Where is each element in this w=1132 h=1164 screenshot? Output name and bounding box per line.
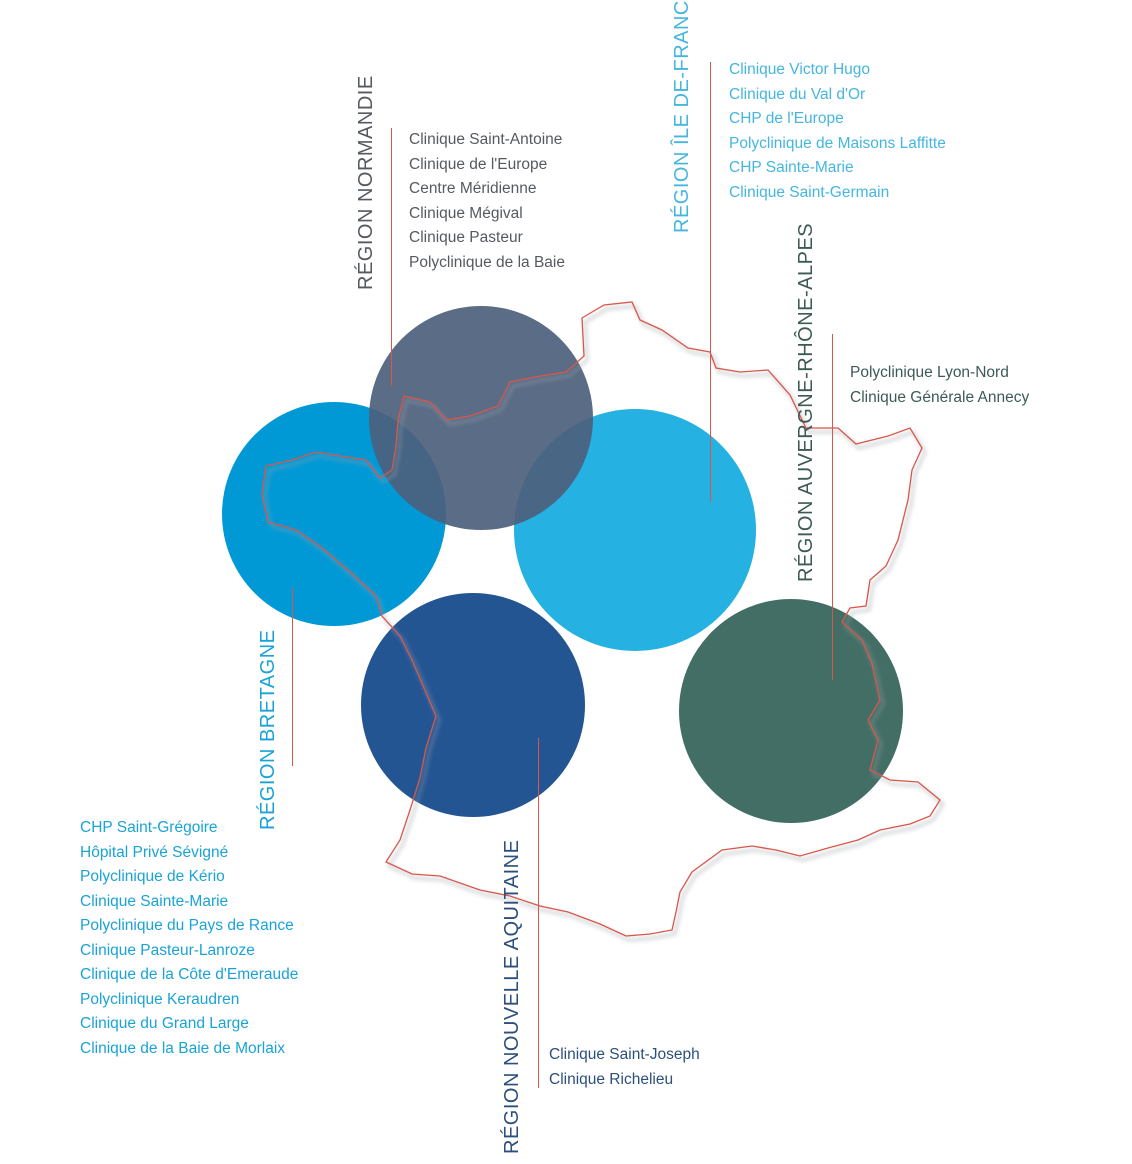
clinic-item: Clinique de la Côte d'Emeraude bbox=[80, 966, 299, 983]
clinic-item: Polyclinique Keraudren bbox=[80, 990, 240, 1008]
region-title-normandie: RÉGION NORMANDIE bbox=[355, 75, 377, 290]
region-title-idf: RÉGION ÎLE DE-FRANCE bbox=[671, 0, 693, 233]
clinic-item: Polyclinique du Pays de Rance bbox=[80, 917, 294, 934]
clinic-item: Clinique Richelieu bbox=[549, 1070, 674, 1088]
clinic-item: Clinique de l'Europe bbox=[409, 155, 548, 173]
clinic-item: CHP de l'Europe bbox=[729, 110, 844, 127]
region-title-aquitaine: RÉGION NOUVELLE AQUITAINE bbox=[501, 839, 523, 1154]
clinic-item: Hôpital Privé Sévigné bbox=[80, 843, 229, 861]
region-title-auvergne: RÉGION AUVERGNE-RHÔNE-ALPES bbox=[795, 222, 817, 582]
clinic-list-bretagne: CHP Saint-Grégoire Hôpital Privé Sévigné… bbox=[80, 816, 298, 1061]
clinic-item: CHP Sainte-Marie bbox=[729, 159, 854, 176]
region-circle-aquitaine bbox=[361, 593, 585, 817]
clinic-item: Polyclinique de la Baie bbox=[409, 253, 565, 271]
clinic-item: Clinique du Grand Large bbox=[80, 1015, 249, 1032]
clinic-item: Clinique Saint-Germain bbox=[729, 183, 890, 201]
clinic-item: Clinique de la Baie de Morlaix bbox=[80, 1039, 286, 1057]
leader-line-aquitaine bbox=[538, 738, 540, 1088]
clinic-item: Clinique Pasteur bbox=[409, 229, 523, 246]
clinic-item: Centre Méridienne bbox=[409, 180, 537, 197]
clinic-item: Clinique Victor Hugo bbox=[729, 61, 871, 78]
clinic-item: Polyclinique de Kério bbox=[80, 868, 225, 885]
clinic-item: Clinique Saint-Joseph bbox=[549, 1046, 700, 1063]
clinic-item: Polyclinique Lyon-Nord bbox=[850, 364, 1009, 381]
leader-line-bretagne bbox=[292, 588, 294, 766]
clinic-list-auvergne: Polyclinique Lyon-Nord Clinique Générale… bbox=[850, 361, 1029, 410]
clinic-item: Clinique Pasteur-Lanroze bbox=[80, 941, 255, 959]
clinic-item: Clinique du Val d'Or bbox=[729, 85, 866, 103]
leader-line-auvergne bbox=[832, 334, 834, 680]
clinic-item: CHP Saint-Grégoire bbox=[80, 819, 218, 836]
clinic-item: Clinique Sainte-Marie bbox=[80, 892, 229, 910]
clinic-item: Clinique Générale Annecy bbox=[850, 388, 1030, 406]
clinic-item: Clinique Mégival bbox=[409, 204, 523, 222]
region-circle-auvergne bbox=[679, 599, 903, 823]
leader-line-normandie bbox=[391, 128, 393, 386]
france-outline bbox=[261, 301, 941, 937]
clinic-list-normandie: Clinique Saint-Antoine Clinique de l'Eur… bbox=[409, 128, 565, 275]
clinic-list-aquitaine: Clinique Saint-Joseph Clinique Richelieu bbox=[549, 1043, 700, 1092]
clinic-item: Clinique Saint-Antoine bbox=[409, 131, 563, 148]
region-title-bretagne: RÉGION BRETAGNE bbox=[257, 629, 279, 831]
clinic-list-idf: Clinique Victor Hugo Clinique du Val d'O… bbox=[729, 58, 946, 205]
clinic-item: Polyclinique de Maisons Laffitte bbox=[729, 134, 946, 152]
leader-line-idf bbox=[710, 62, 712, 502]
